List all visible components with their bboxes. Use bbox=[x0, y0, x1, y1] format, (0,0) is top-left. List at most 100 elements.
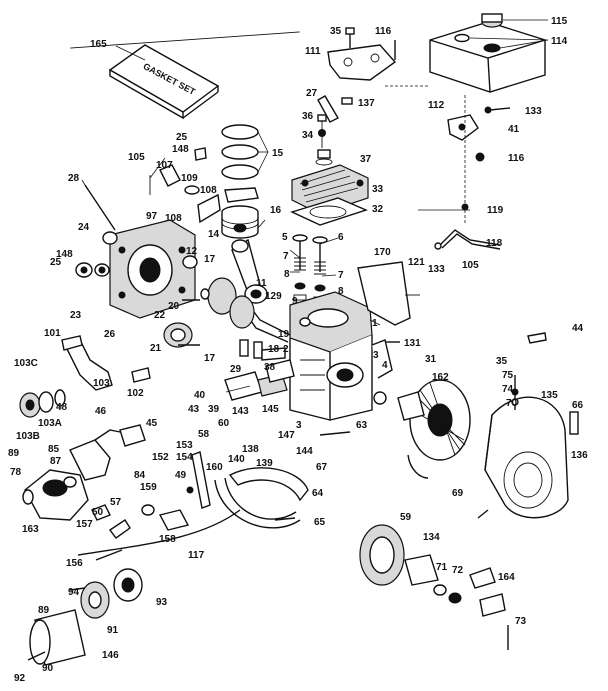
label-157: 157 bbox=[76, 519, 93, 530]
label-116b: 116 bbox=[508, 153, 525, 164]
label-3: 3 bbox=[373, 350, 379, 361]
label-137: 137 bbox=[358, 98, 375, 109]
label-105: 105 bbox=[128, 152, 145, 163]
label-78: 78 bbox=[10, 467, 22, 478]
label-32: 32 bbox=[372, 204, 384, 215]
label-17b: 17 bbox=[204, 353, 216, 364]
fuel-tank bbox=[429, 13, 546, 93]
label-92: 92 bbox=[14, 673, 26, 684]
label-8: 8 bbox=[284, 269, 290, 280]
label-102: 102 bbox=[127, 388, 144, 399]
label-90: 90 bbox=[42, 663, 54, 674]
label-146: 146 bbox=[102, 650, 119, 661]
label-43: 43 bbox=[188, 404, 200, 415]
label-133: 133 bbox=[525, 106, 542, 117]
label-159: 159 bbox=[140, 482, 157, 493]
label-26: 26 bbox=[104, 329, 116, 340]
label-152: 152 bbox=[152, 452, 169, 463]
label-148b: 148 bbox=[56, 249, 73, 260]
label-139: 139 bbox=[256, 458, 273, 469]
valves bbox=[292, 234, 328, 303]
label-40: 40 bbox=[194, 390, 206, 401]
label-59: 59 bbox=[400, 512, 412, 523]
label-94: 94 bbox=[68, 587, 80, 598]
label-131: 131 bbox=[404, 338, 421, 349]
label-11: 11 bbox=[256, 278, 267, 289]
label-41: 41 bbox=[508, 124, 520, 135]
label-118: 118 bbox=[486, 238, 503, 249]
label-158: 158 bbox=[159, 534, 176, 545]
label-87: 87 bbox=[50, 456, 62, 467]
label-85: 85 bbox=[48, 444, 60, 455]
label-45: 45 bbox=[146, 418, 158, 429]
label-44: 44 bbox=[572, 323, 584, 334]
label-2: 2 bbox=[283, 344, 289, 355]
label-37: 37 bbox=[360, 154, 372, 165]
label-84: 84 bbox=[134, 470, 146, 481]
label-69: 69 bbox=[452, 488, 464, 499]
label-101: 101 bbox=[44, 328, 61, 339]
label-4: 4 bbox=[382, 360, 388, 371]
carburetor bbox=[22, 469, 89, 521]
label-70: 70 bbox=[506, 398, 518, 409]
label-89b: 89 bbox=[38, 605, 50, 616]
label-66: 66 bbox=[572, 400, 584, 411]
label-15: 15 bbox=[272, 148, 284, 159]
label-25b: 25 bbox=[50, 257, 62, 268]
label-103b: 103B bbox=[16, 431, 40, 442]
label-140: 140 bbox=[228, 454, 245, 465]
label-134: 134 bbox=[423, 532, 440, 543]
label-138: 138 bbox=[242, 444, 259, 455]
label-7b: 7 bbox=[338, 270, 344, 281]
label-23: 23 bbox=[70, 310, 82, 321]
label-97: 97 bbox=[146, 211, 158, 222]
label-71: 71 bbox=[436, 562, 448, 573]
tank-bracket bbox=[327, 44, 397, 81]
label-103a: 103A bbox=[38, 418, 62, 429]
label-60: 60 bbox=[218, 418, 230, 429]
pulley-assembly bbox=[29, 568, 143, 666]
label-50: 50 bbox=[92, 507, 104, 518]
label-20: 20 bbox=[168, 301, 180, 312]
label-136: 136 bbox=[571, 450, 588, 461]
label-12: 12 bbox=[186, 246, 198, 257]
label-162: 162 bbox=[432, 372, 449, 383]
label-25: 25 bbox=[176, 132, 188, 143]
label-163: 163 bbox=[22, 524, 39, 535]
cylinder-head bbox=[291, 164, 369, 215]
piston bbox=[221, 205, 259, 239]
label-147: 147 bbox=[278, 430, 295, 441]
label-1: 1 bbox=[372, 318, 378, 329]
label-108b: 108 bbox=[165, 213, 182, 224]
label-160: 160 bbox=[206, 462, 223, 473]
label-17: 17 bbox=[204, 254, 216, 265]
label-144: 144 bbox=[296, 446, 313, 457]
label-89: 89 bbox=[8, 448, 20, 459]
flywheel bbox=[409, 379, 471, 461]
label-31: 31 bbox=[425, 354, 437, 365]
label-49: 49 bbox=[175, 470, 187, 481]
label-63: 63 bbox=[356, 420, 368, 431]
label-121: 121 bbox=[408, 257, 425, 268]
connecting-rod bbox=[231, 238, 268, 304]
label-36: 36 bbox=[302, 111, 314, 122]
label-107: 107 bbox=[156, 160, 173, 171]
label-27: 27 bbox=[306, 88, 318, 99]
label-164: 164 bbox=[498, 572, 515, 583]
label-109: 109 bbox=[181, 173, 198, 184]
label-39: 39 bbox=[208, 404, 220, 415]
blower-housing bbox=[484, 396, 569, 519]
label-135: 135 bbox=[541, 390, 558, 401]
label-165: 165 bbox=[90, 39, 107, 50]
label-170: 170 bbox=[374, 247, 391, 258]
label-108: 108 bbox=[200, 185, 217, 196]
label-74: 74 bbox=[502, 384, 514, 395]
tank-support-bracket bbox=[447, 114, 479, 141]
crankshaft bbox=[200, 277, 291, 343]
label-129: 129 bbox=[265, 291, 282, 302]
label-33: 33 bbox=[372, 184, 384, 195]
label-154: 154 bbox=[176, 452, 193, 463]
label-16: 16 bbox=[270, 205, 282, 216]
